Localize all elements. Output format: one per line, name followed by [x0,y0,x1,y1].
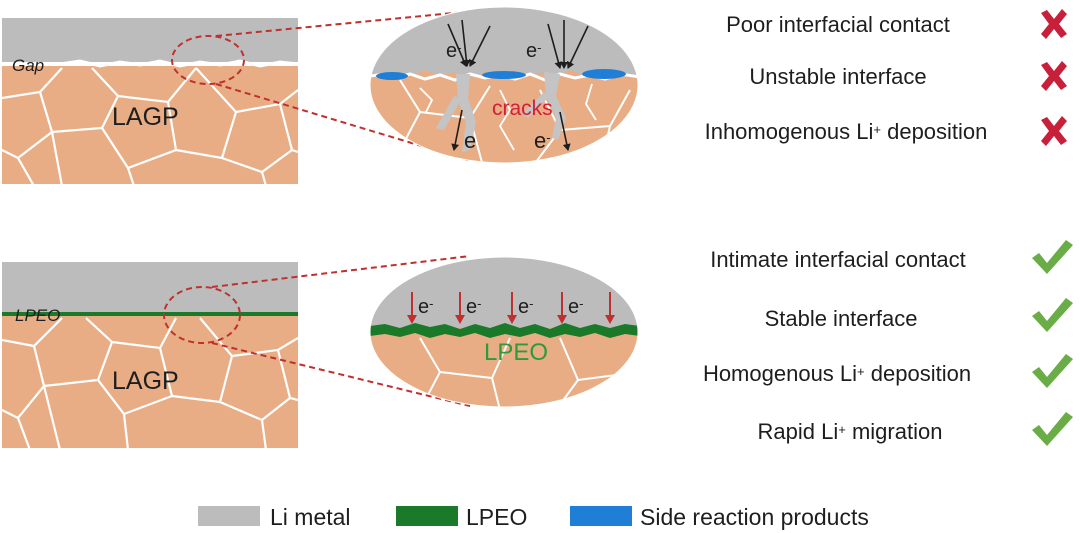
legend-swatch-li-metal [198,506,260,526]
bottom-li-metal-layer [2,262,298,314]
bottom-lagp-label: LAGP [112,367,179,395]
bottom-zoom-electron-label: e- [466,296,482,318]
legend-label-lpeo: LPEO [466,504,528,530]
check-icon [1032,298,1073,332]
check-icon [1032,412,1073,446]
top-lagp-label: LAGP [112,103,179,131]
gap-label: Gap [12,56,45,75]
bottom-block [2,262,298,448]
top-li-metal-layer [2,18,298,62]
bottom-zoom-li-metal [370,257,638,328]
top-zoom-li-metal [370,7,638,78]
check-icon [1032,240,1073,274]
feature-inhomogenous-deposition: Inhomogenous Li+ deposition [704,119,988,144]
bottom-zoom-ellipse [369,256,639,408]
feature-stable-interface: Stable interface [764,306,918,331]
check-icon [1032,354,1073,388]
bottom-lagp-layer [2,314,298,448]
top-zoom-guide-lower [215,83,469,161]
bottom-zoom-circle [163,286,241,344]
bottom-lpeo-layer [2,312,298,316]
top-zoom-circle [171,35,245,85]
top-grain-boundaries [2,67,298,184]
bottom-zoom-electron-label: e- [518,296,534,318]
legend-label-side-products: Side reaction products [640,504,869,530]
top-zoom-electron-label: e [464,128,477,153]
bottom-zoom-lpeo-label: LPEO [484,339,549,366]
bottom-zoom-guide-lower [211,342,471,407]
top-zoom-dendrites [436,72,566,152]
bottom-grain-boundaries [2,317,298,448]
top-lagp-layer [2,66,298,184]
feature-homogenous-deposition: Homogenous Li+ deposition [702,361,972,386]
top-zoom-electron-label: e- [526,40,542,62]
bottom-zoom-guide-upper [211,255,471,288]
feature-unstable-interface: Unstable interface [749,64,927,89]
top-zoom-side-products [376,69,626,80]
cross-icon [1041,9,1067,39]
bottom-lpeo-label: LPEO [15,306,61,325]
top-zoom-electron-arrows [447,19,589,151]
cross-icon [1041,61,1067,91]
bottom-zoom-electron-arrows [407,292,615,324]
top-zoom-guide-upper [215,9,485,37]
cracks-label: cracks [492,97,553,120]
top-zoom-electron-label: e- [446,40,462,62]
bottom-zoom-electron-label: e- [418,296,434,318]
feature-poor-interfacial-contact: Poor interfacial contact [726,12,950,37]
legend-label-li-metal: Li metal [270,504,351,530]
top-gap-line [59,59,298,68]
cross-icon [1041,116,1067,146]
feature-rapid-migration: Rapid Li+ migration [757,419,943,444]
bottom-zoom-electron-label: e- [568,296,584,318]
bottom-zoom-lpeo-layer [370,323,638,338]
top-zoom-ellipse [369,6,639,164]
top-block [2,18,298,184]
top-zoom-electron-label: e- [534,128,551,153]
feature-intimate-interfacial-contact: Intimate interfacial contact [710,247,966,272]
legend-swatch-lpeo [396,506,458,526]
legend-swatch-side-products [570,506,632,526]
